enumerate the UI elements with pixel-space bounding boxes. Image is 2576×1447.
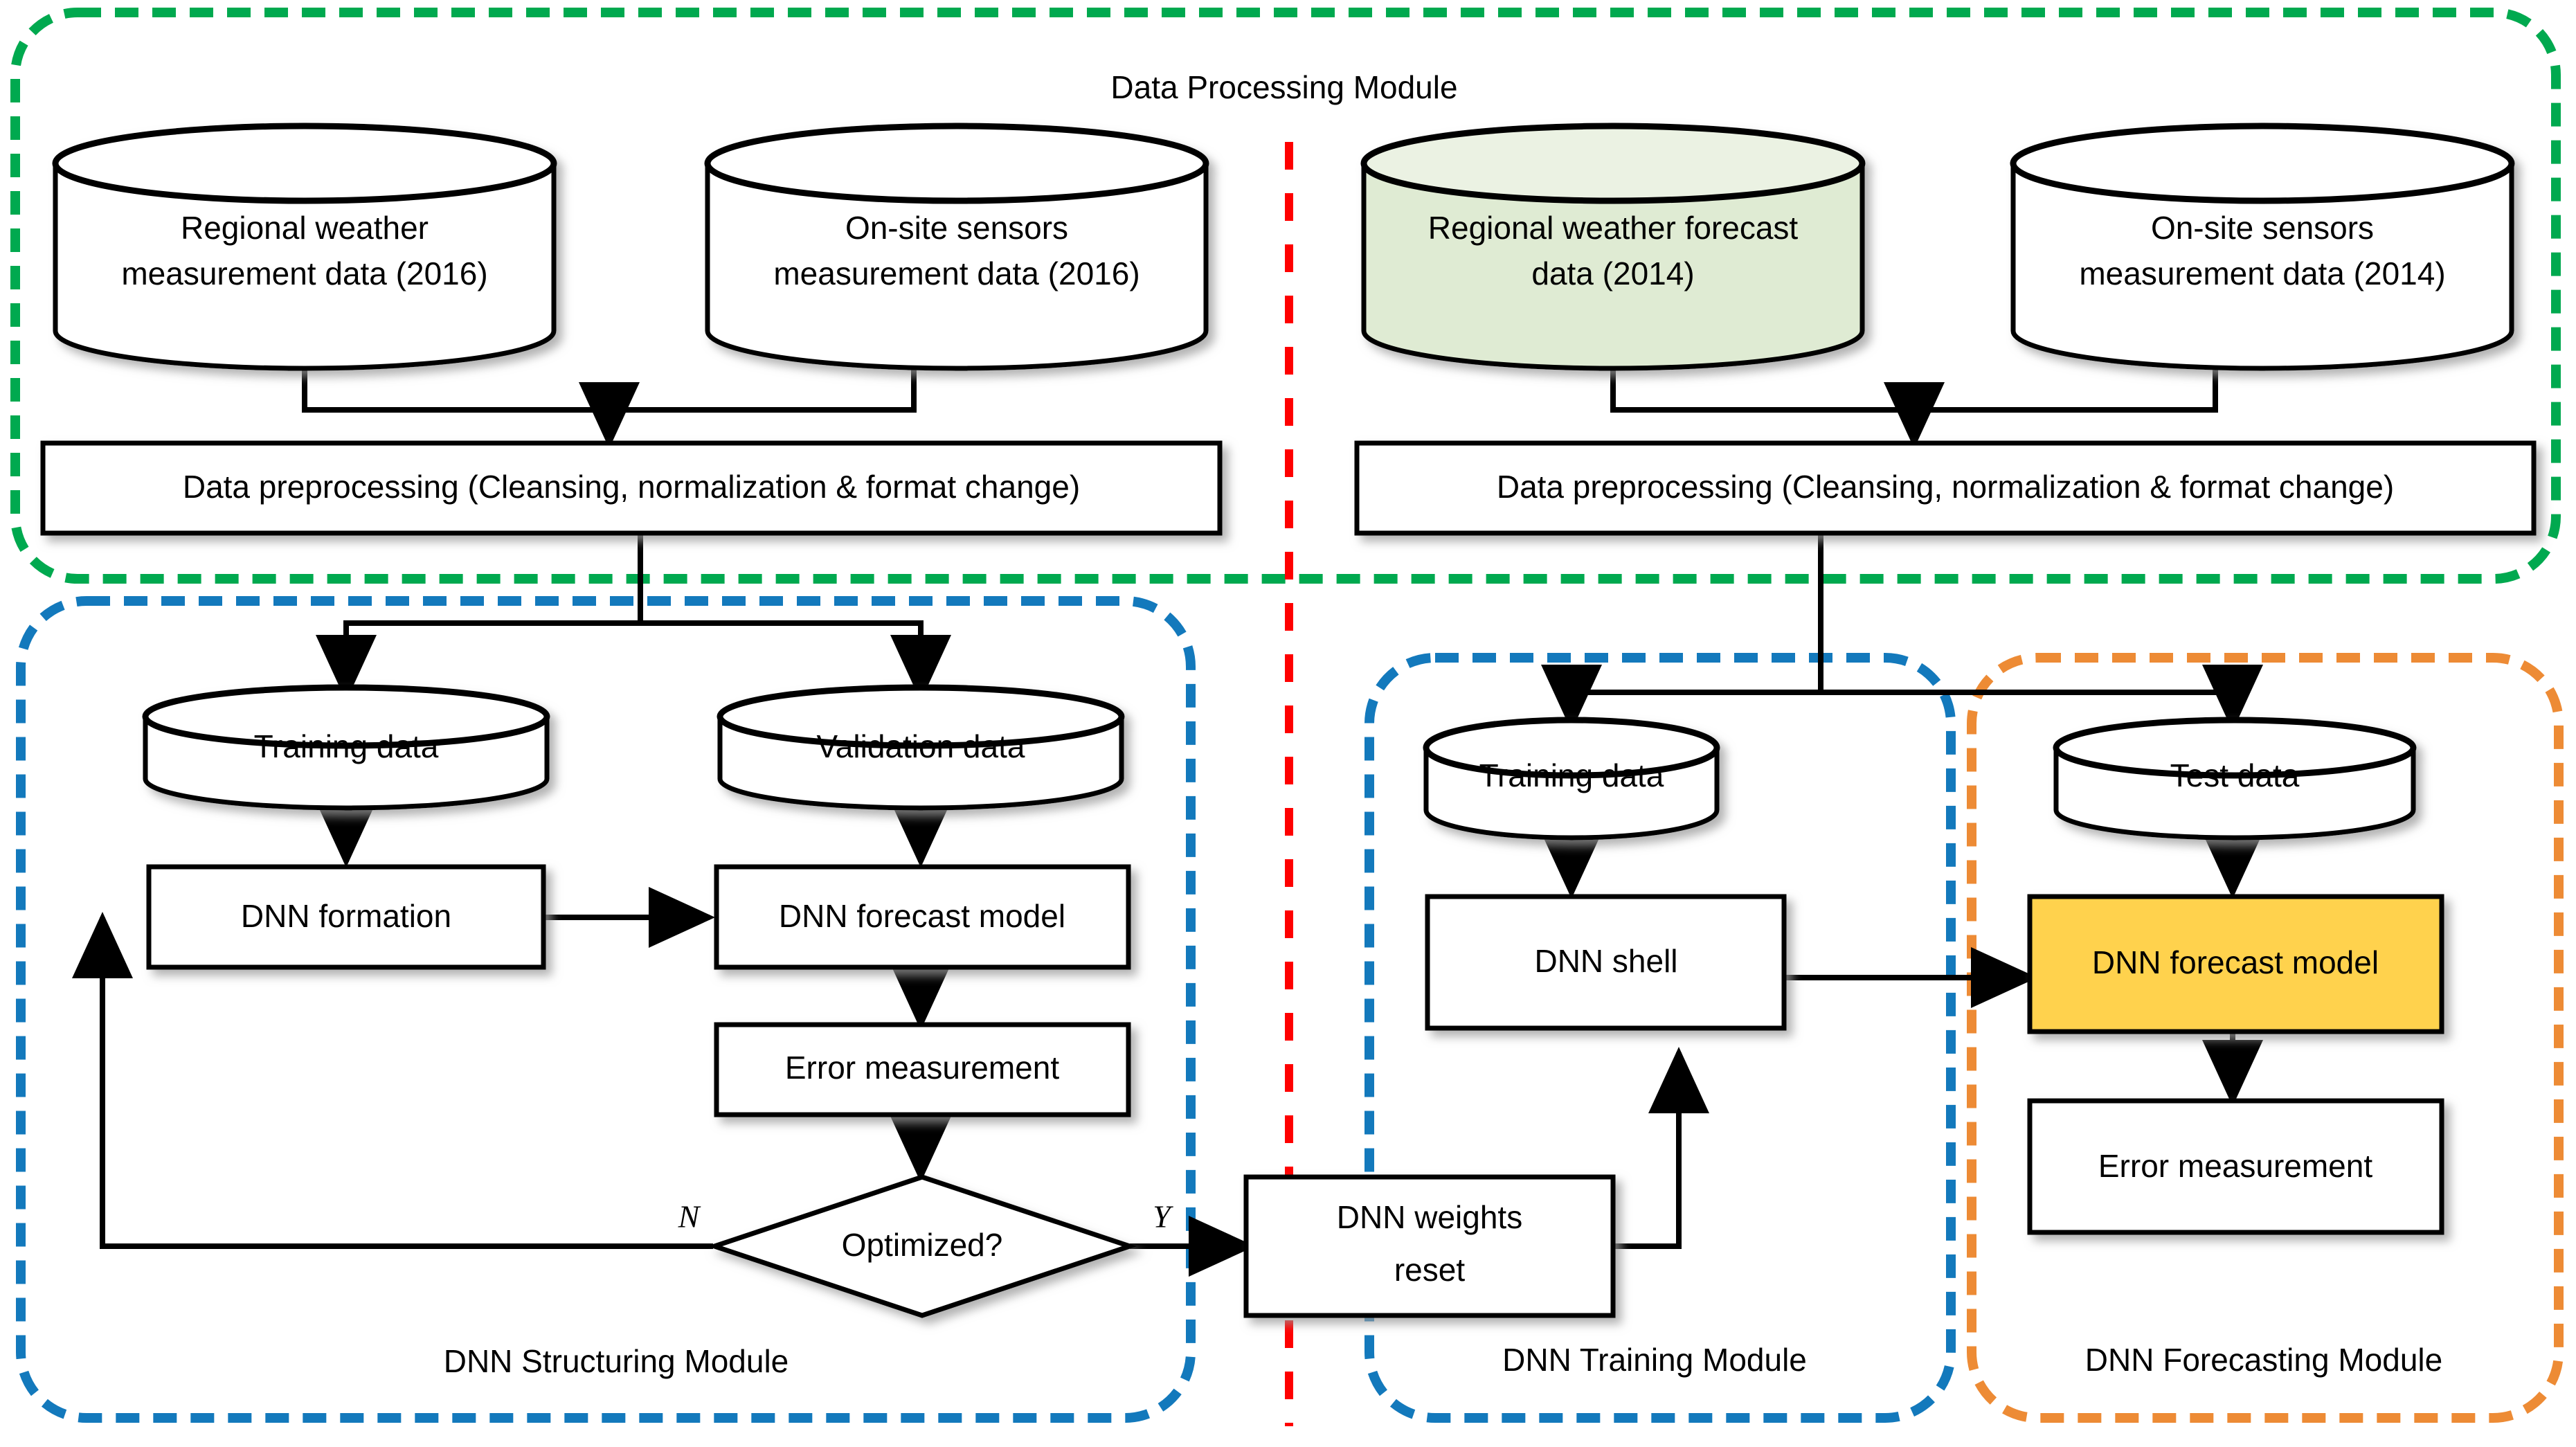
node-test-data — [2053, 717, 2417, 841]
module-container-dnn-forecasting — [1967, 653, 2564, 1423]
node-label-dnn-weights-reset-line1: DNN weights — [1337, 1199, 1522, 1235]
node-label-test-data: Test data — [2170, 757, 2300, 793]
node-label-training-data-right: Training data — [1479, 757, 1664, 793]
node-label-regional-forecast-2014-line1: Regional weather forecast — [1428, 210, 1799, 246]
module-container-data-processing — [10, 8, 2561, 584]
node-label-dnn-shell: DNN shell — [1534, 943, 1677, 979]
module-label-dnn-forecasting: DNN Forecasting Module — [2085, 1342, 2442, 1378]
node-label-onsite-2014-line2: measurement data (2014) — [2079, 255, 2445, 291]
node-dnn-shell — [1425, 894, 1787, 1031]
node-dnn-formation — [146, 864, 546, 970]
node-label-onsite-2016-line2: measurement data (2016) — [773, 255, 1140, 291]
edge-label-no: N — [678, 1199, 701, 1234]
node-label-regional-forecast-2014-line2: data (2014) — [1531, 255, 1694, 291]
module-label-data-processing: Data Processing Module — [1110, 69, 1457, 105]
module-label-dnn-structuring: DNN Structuring Module — [444, 1343, 789, 1379]
node-label-validation-data: Validation data — [817, 728, 1025, 764]
node-label-dnn-forecast-model-structuring: DNN forecast model — [779, 898, 1065, 934]
node-preprocessing-right — [1354, 440, 2537, 536]
node-regional-weather-forecast-2014 — [1360, 123, 1866, 371]
module-container-dnn-structuring — [16, 596, 1196, 1423]
node-label-dnn-forecast-model-final: DNN forecast model — [2092, 944, 2379, 980]
node-training-data-right — [1423, 717, 1720, 841]
node-onsite-sensors-measurement-2014 — [2010, 123, 2515, 371]
node-training-data-left — [142, 684, 550, 811]
node-dnn-forecast-model-final — [2027, 894, 2444, 1034]
node-label-training-data-left: Training data — [254, 728, 439, 764]
node-label-onsite-2016-line1: On-site sensors — [845, 210, 1068, 246]
node-error-measurement-structuring — [714, 1022, 1131, 1117]
node-regional-weather-measurement-2016 — [52, 123, 557, 371]
node-dnn-forecast-model-structuring — [714, 864, 1131, 970]
node-label-dnn-formation: DNN formation — [241, 898, 451, 934]
node-label-preprocessing-left: Data preprocessing (Cleansing, normaliza… — [183, 469, 1080, 505]
edge-label-yes: Y — [1153, 1199, 1173, 1234]
node-validation-data — [717, 684, 1125, 811]
module-label-dnn-training: DNN Training Module — [1502, 1342, 1807, 1378]
node-onsite-sensors-measurement-2016 — [704, 123, 1209, 371]
node-error-measurement-forecasting — [2027, 1098, 2444, 1235]
node-optimized-decision — [706, 1174, 1138, 1318]
node-label-preprocessing-right: Data preprocessing (Cleansing, normaliza… — [1497, 469, 2394, 505]
node-label-optimized-decision: Optimized? — [842, 1227, 1003, 1263]
node-preprocessing-left — [40, 440, 1223, 536]
node-label-dnn-weights-reset-line2: reset — [1394, 1252, 1465, 1288]
node-label-regional-weather-2016-line2: measurement data (2016) — [121, 255, 487, 291]
module-container-dnn-training — [1364, 653, 1956, 1423]
node-label-regional-weather-2016-line1: Regional weather — [181, 210, 429, 246]
node-dnn-weights-reset — [1243, 1174, 1616, 1318]
node-label-onsite-2014-line1: On-site sensors — [2151, 210, 2374, 246]
node-label-error-measurement-forecasting: Error measurement — [2098, 1148, 2372, 1184]
node-label-error-measurement-structuring: Error measurement — [785, 1050, 1059, 1086]
